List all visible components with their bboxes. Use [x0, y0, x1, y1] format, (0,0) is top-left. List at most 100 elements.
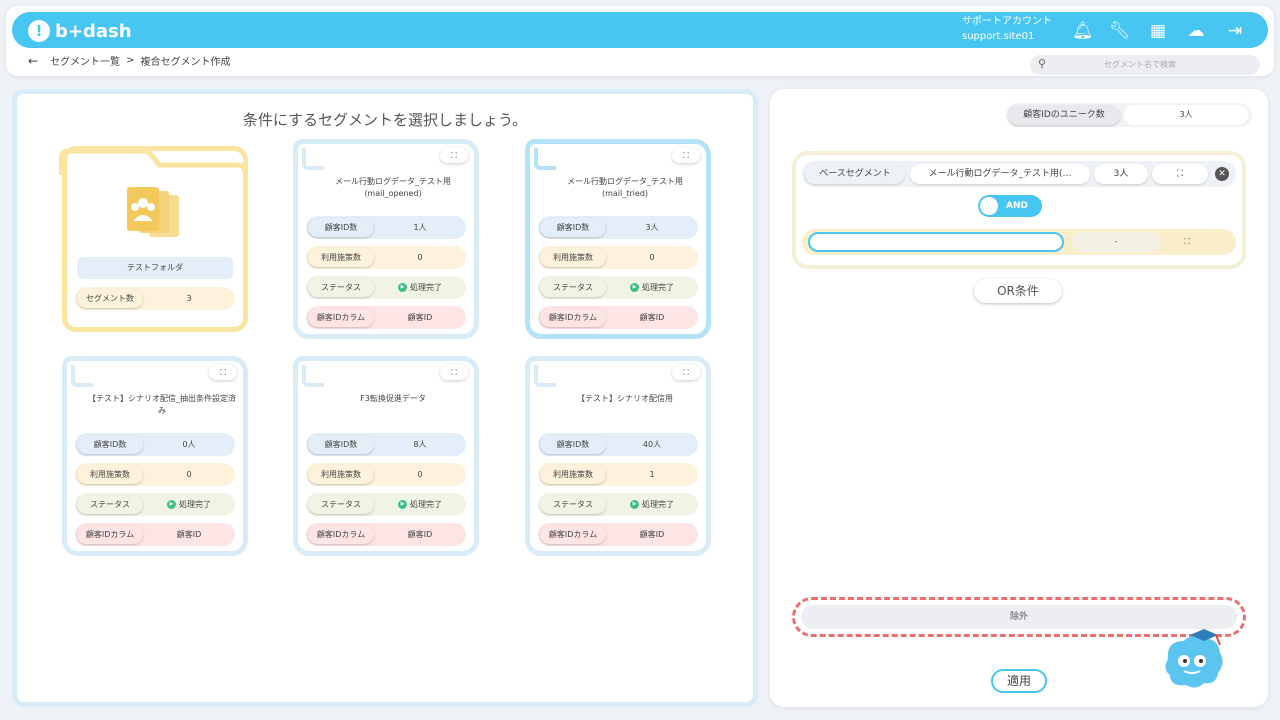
- base-segment-name: メール行動ログデータ_テスト用(…: [910, 164, 1090, 184]
- apply-button[interactable]: 適用: [991, 669, 1047, 693]
- back-arrow-icon[interactable]: ←: [28, 53, 39, 68]
- customers-label: 顧客ID数: [540, 218, 606, 237]
- column-row: 顧客IDカラム顧客ID: [538, 523, 698, 546]
- exclude-dropzone[interactable]: 除外: [792, 597, 1246, 637]
- check-circle-icon: ▶: [398, 283, 407, 292]
- status-row: ステータス▶処理完了: [75, 493, 235, 516]
- toggle-label: AND: [1006, 201, 1028, 211]
- breadcrumb-separator: >: [126, 55, 135, 66]
- logo[interactable]: ! b+dash: [28, 20, 132, 42]
- users-folder-icon: [127, 187, 179, 237]
- folder-count-label: セグメント数: [77, 289, 143, 308]
- customers-row: 顧客ID数 40人: [538, 433, 698, 456]
- expand-icon[interactable]: ⛶: [440, 148, 468, 163]
- status-label: ステータス: [540, 278, 606, 297]
- expand-icon[interactable]: ⛶: [672, 365, 700, 380]
- segment-selection-panel: 条件にするセグメントを選択しましょう。 テストフォルダ セグメント数 3 ⛶ メ…: [12, 89, 758, 707]
- page-corner-icon: [534, 365, 556, 387]
- column-value: 顧客ID: [176, 530, 202, 539]
- unique-count-label: 顧客IDのユニーク数: [1008, 105, 1120, 125]
- status-text: 処理完了: [642, 283, 674, 292]
- panel-heading: 条件にするセグメントを選択しましょう。: [242, 111, 528, 129]
- status-text: 処理完了: [179, 500, 211, 509]
- status-row: ステータス ▶処理完了: [538, 276, 698, 299]
- header: ! b+dash サポートアカウント support.site01 🔔︎ 🔧︎ …: [6, 6, 1274, 76]
- unique-count-value: 3人: [1124, 105, 1248, 125]
- page-corner-icon: [302, 365, 324, 387]
- chat-icon[interactable]: ☁: [1187, 21, 1205, 41]
- check-circle-icon: ▶: [630, 500, 639, 509]
- condition-value: -: [1072, 232, 1160, 252]
- status-value: ▶処理完了: [608, 493, 696, 516]
- expand-icon[interactable]: ⛶: [440, 365, 468, 380]
- column-row: 顧客IDカラム 顧客ID: [306, 306, 466, 329]
- status-text: 処理完了: [410, 283, 442, 292]
- status-value: ▶処理完了: [145, 493, 233, 516]
- measures-value: 0: [417, 253, 423, 262]
- measures-label: 利用施策数: [540, 465, 606, 484]
- column-label: 顧客IDカラム: [540, 308, 606, 327]
- customers-label: 顧客ID数: [540, 435, 606, 454]
- measures-value: 0: [649, 253, 655, 262]
- expand-icon[interactable]: ⛶: [672, 148, 700, 163]
- expand-icon[interactable]: ⛶: [1152, 164, 1208, 184]
- column-label: 顧客IDカラム: [77, 525, 143, 544]
- column-value: 顧客ID: [407, 313, 433, 322]
- status-row: ステータス▶処理完了: [306, 276, 466, 299]
- status-label: ステータス: [308, 495, 374, 514]
- expand-icon[interactable]: ⛶: [209, 365, 237, 380]
- folder-tab-icon: [59, 148, 248, 175]
- measures-label: 利用施策数: [308, 465, 374, 484]
- or-condition-button[interactable]: OR条件: [974, 279, 1062, 303]
- logo-text: b+dash: [55, 20, 132, 42]
- customers-value: 0人: [182, 440, 196, 449]
- breadcrumb: ← セグメント一覧 > 複合セグメント作成: [28, 53, 230, 69]
- status-label: ステータス: [540, 495, 606, 514]
- logout-icon[interactable]: ⇥: [1227, 21, 1243, 41]
- segment-title: メール行動ログデータ_テスト用(mail_tried): [567, 177, 683, 198]
- measures-row: 利用施策数 1: [538, 463, 698, 486]
- folder-name: テストフォルダ: [77, 257, 233, 279]
- account-info[interactable]: サポートアカウント support.site01: [962, 14, 1052, 44]
- and-or-toggle[interactable]: AND: [978, 195, 1042, 217]
- customers-label: 顧客ID数: [308, 435, 374, 454]
- check-circle-icon: ▶: [167, 500, 176, 509]
- customers-value: 40人: [642, 440, 662, 449]
- grid-icon[interactable]: ▦: [1149, 21, 1167, 41]
- folder-count-row: セグメント数 3: [75, 287, 235, 310]
- column-row: 顧客IDカラム顧客ID: [306, 523, 466, 546]
- logo-icon: !: [28, 20, 50, 42]
- segment-title: メール行動ログデータ_テスト用(mail_opened): [335, 177, 451, 198]
- status-row: ステータス▶処理完了: [306, 493, 466, 516]
- customers-label: 顧客ID数: [308, 218, 374, 237]
- column-label: 顧客IDカラム: [308, 308, 374, 327]
- measures-label: 利用施策数: [308, 248, 374, 267]
- close-icon[interactable]: ✕: [1215, 167, 1229, 181]
- unique-count: 顧客IDのユニーク数 3人: [1006, 103, 1252, 127]
- condition-drop-input[interactable]: [808, 232, 1064, 252]
- folder-count-value: 3: [186, 294, 192, 303]
- page-corner-icon: [71, 365, 93, 387]
- bell-icon[interactable]: 🔔︎: [1072, 21, 1094, 41]
- measures-value: 1: [649, 470, 655, 479]
- wrench-icon[interactable]: 🔧︎: [1109, 21, 1131, 41]
- measures-label: 利用施策数: [77, 465, 143, 484]
- breadcrumb-parent[interactable]: セグメント一覧: [50, 57, 121, 68]
- page-corner-icon: [302, 148, 324, 170]
- check-circle-icon: ▶: [630, 283, 639, 292]
- search-input[interactable]: ⚲ セグメント名で検索: [1030, 55, 1260, 75]
- folder-card[interactable]: テストフォルダ セグメント数 3: [59, 146, 248, 332]
- condition-row: - ⛶: [802, 229, 1236, 255]
- expand-icon[interactable]: ⛶: [1184, 237, 1190, 246]
- column-label: 顧客IDカラム: [308, 525, 374, 544]
